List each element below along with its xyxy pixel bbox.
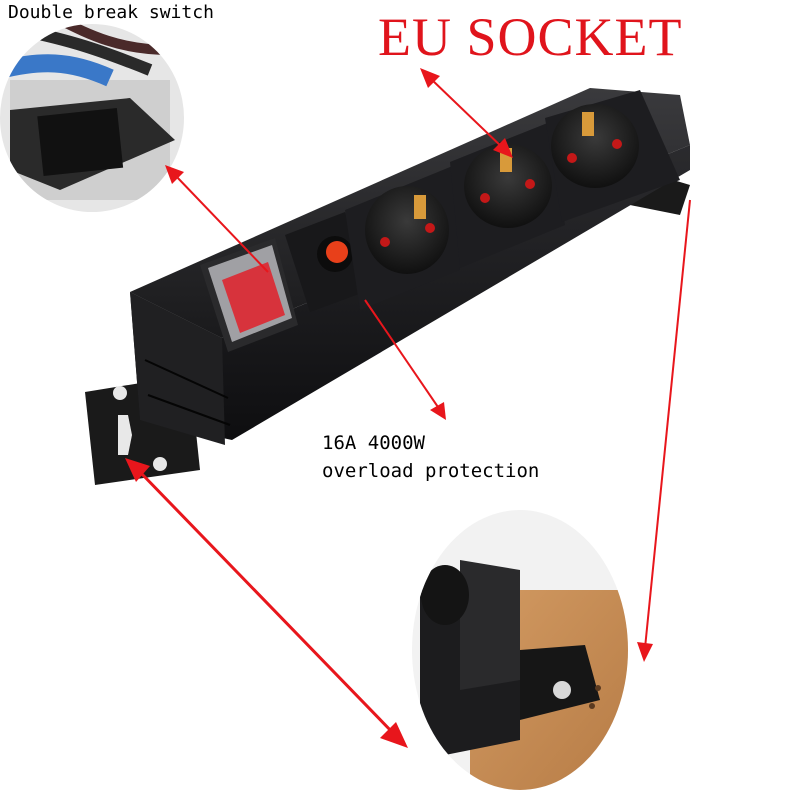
- overload-protection-label: overload protection: [322, 460, 540, 482]
- eu-socket-label: EU SOCKET: [378, 7, 683, 67]
- annotation-arrows: [125, 68, 691, 748]
- eu-socket-1: [345, 165, 460, 310]
- rocker-switch: [200, 238, 298, 352]
- rating-label: 16A 4000W: [322, 432, 425, 454]
- power-strip: [85, 88, 690, 485]
- mounting-closeup-inset: [412, 510, 628, 790]
- eu-socket-3: [545, 90, 680, 222]
- double-break-switch-label: Double break switch: [8, 2, 214, 23]
- overload-button: [285, 212, 370, 312]
- eu-socket-2: [450, 122, 565, 268]
- switch-closeup-inset: [0, 24, 184, 212]
